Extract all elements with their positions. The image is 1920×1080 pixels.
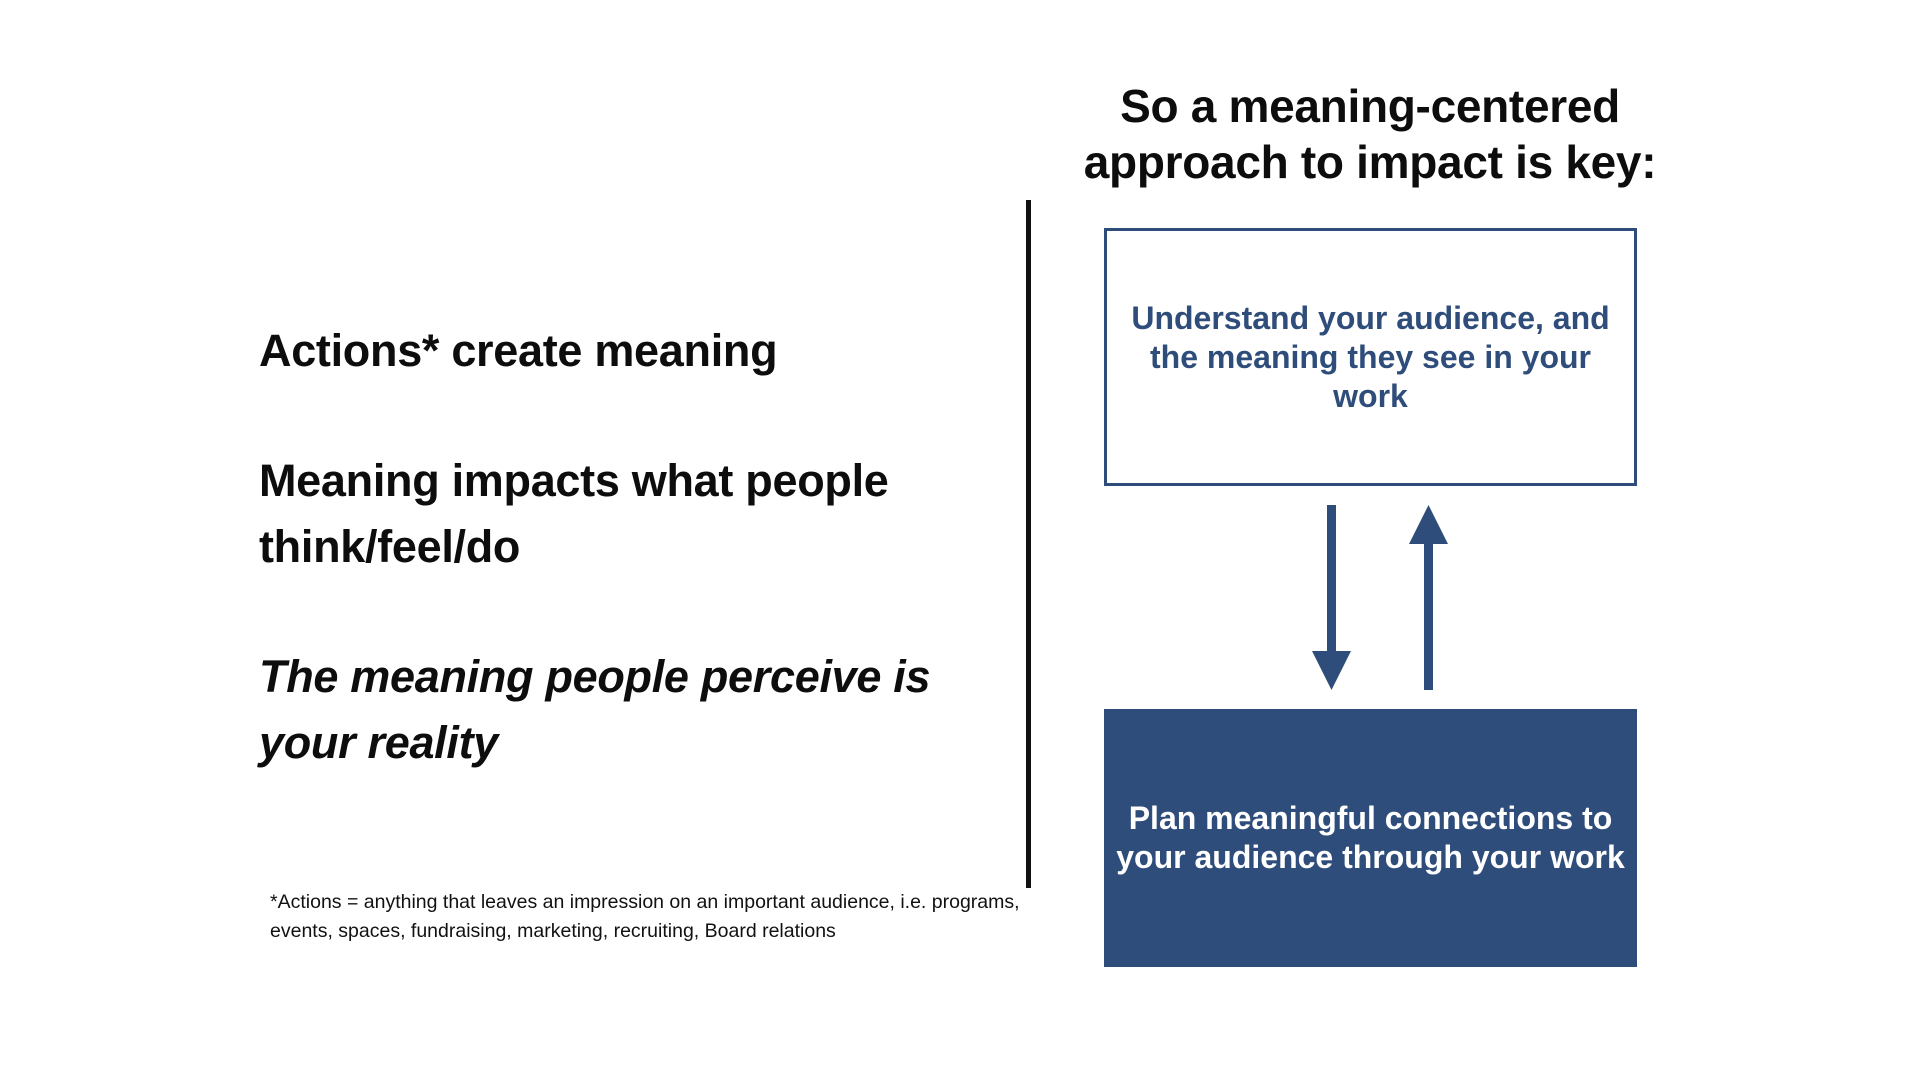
actions-footnote: *Actions = anything that leaves an impre…	[270, 891, 1020, 942]
vertical-divider	[1026, 200, 1031, 888]
feedback-arrows	[1312, 505, 1448, 690]
statement-meaning-impacts: Meaning impacts what people think/feel/d…	[259, 455, 889, 572]
understand-audience-box: Understand your audience, and the meanin…	[1104, 228, 1637, 486]
arrow-up-icon	[1409, 505, 1448, 690]
understand-audience-text: Understand your audience, and the meanin…	[1131, 299, 1610, 414]
plan-connections-text: Plan meaningful connections to your audi…	[1116, 800, 1625, 875]
arrow-down-icon	[1312, 505, 1351, 690]
statement-actions-create-meaning: Actions* create meaning	[259, 325, 778, 376]
statement-meaning-is-reality: The meaning people perceive is your real…	[259, 651, 931, 768]
plan-connections-box: Plan meaningful connections to your audi…	[1104, 709, 1637, 967]
diagram-heading: So a meaning-centered approach to impact…	[1083, 80, 1657, 188]
